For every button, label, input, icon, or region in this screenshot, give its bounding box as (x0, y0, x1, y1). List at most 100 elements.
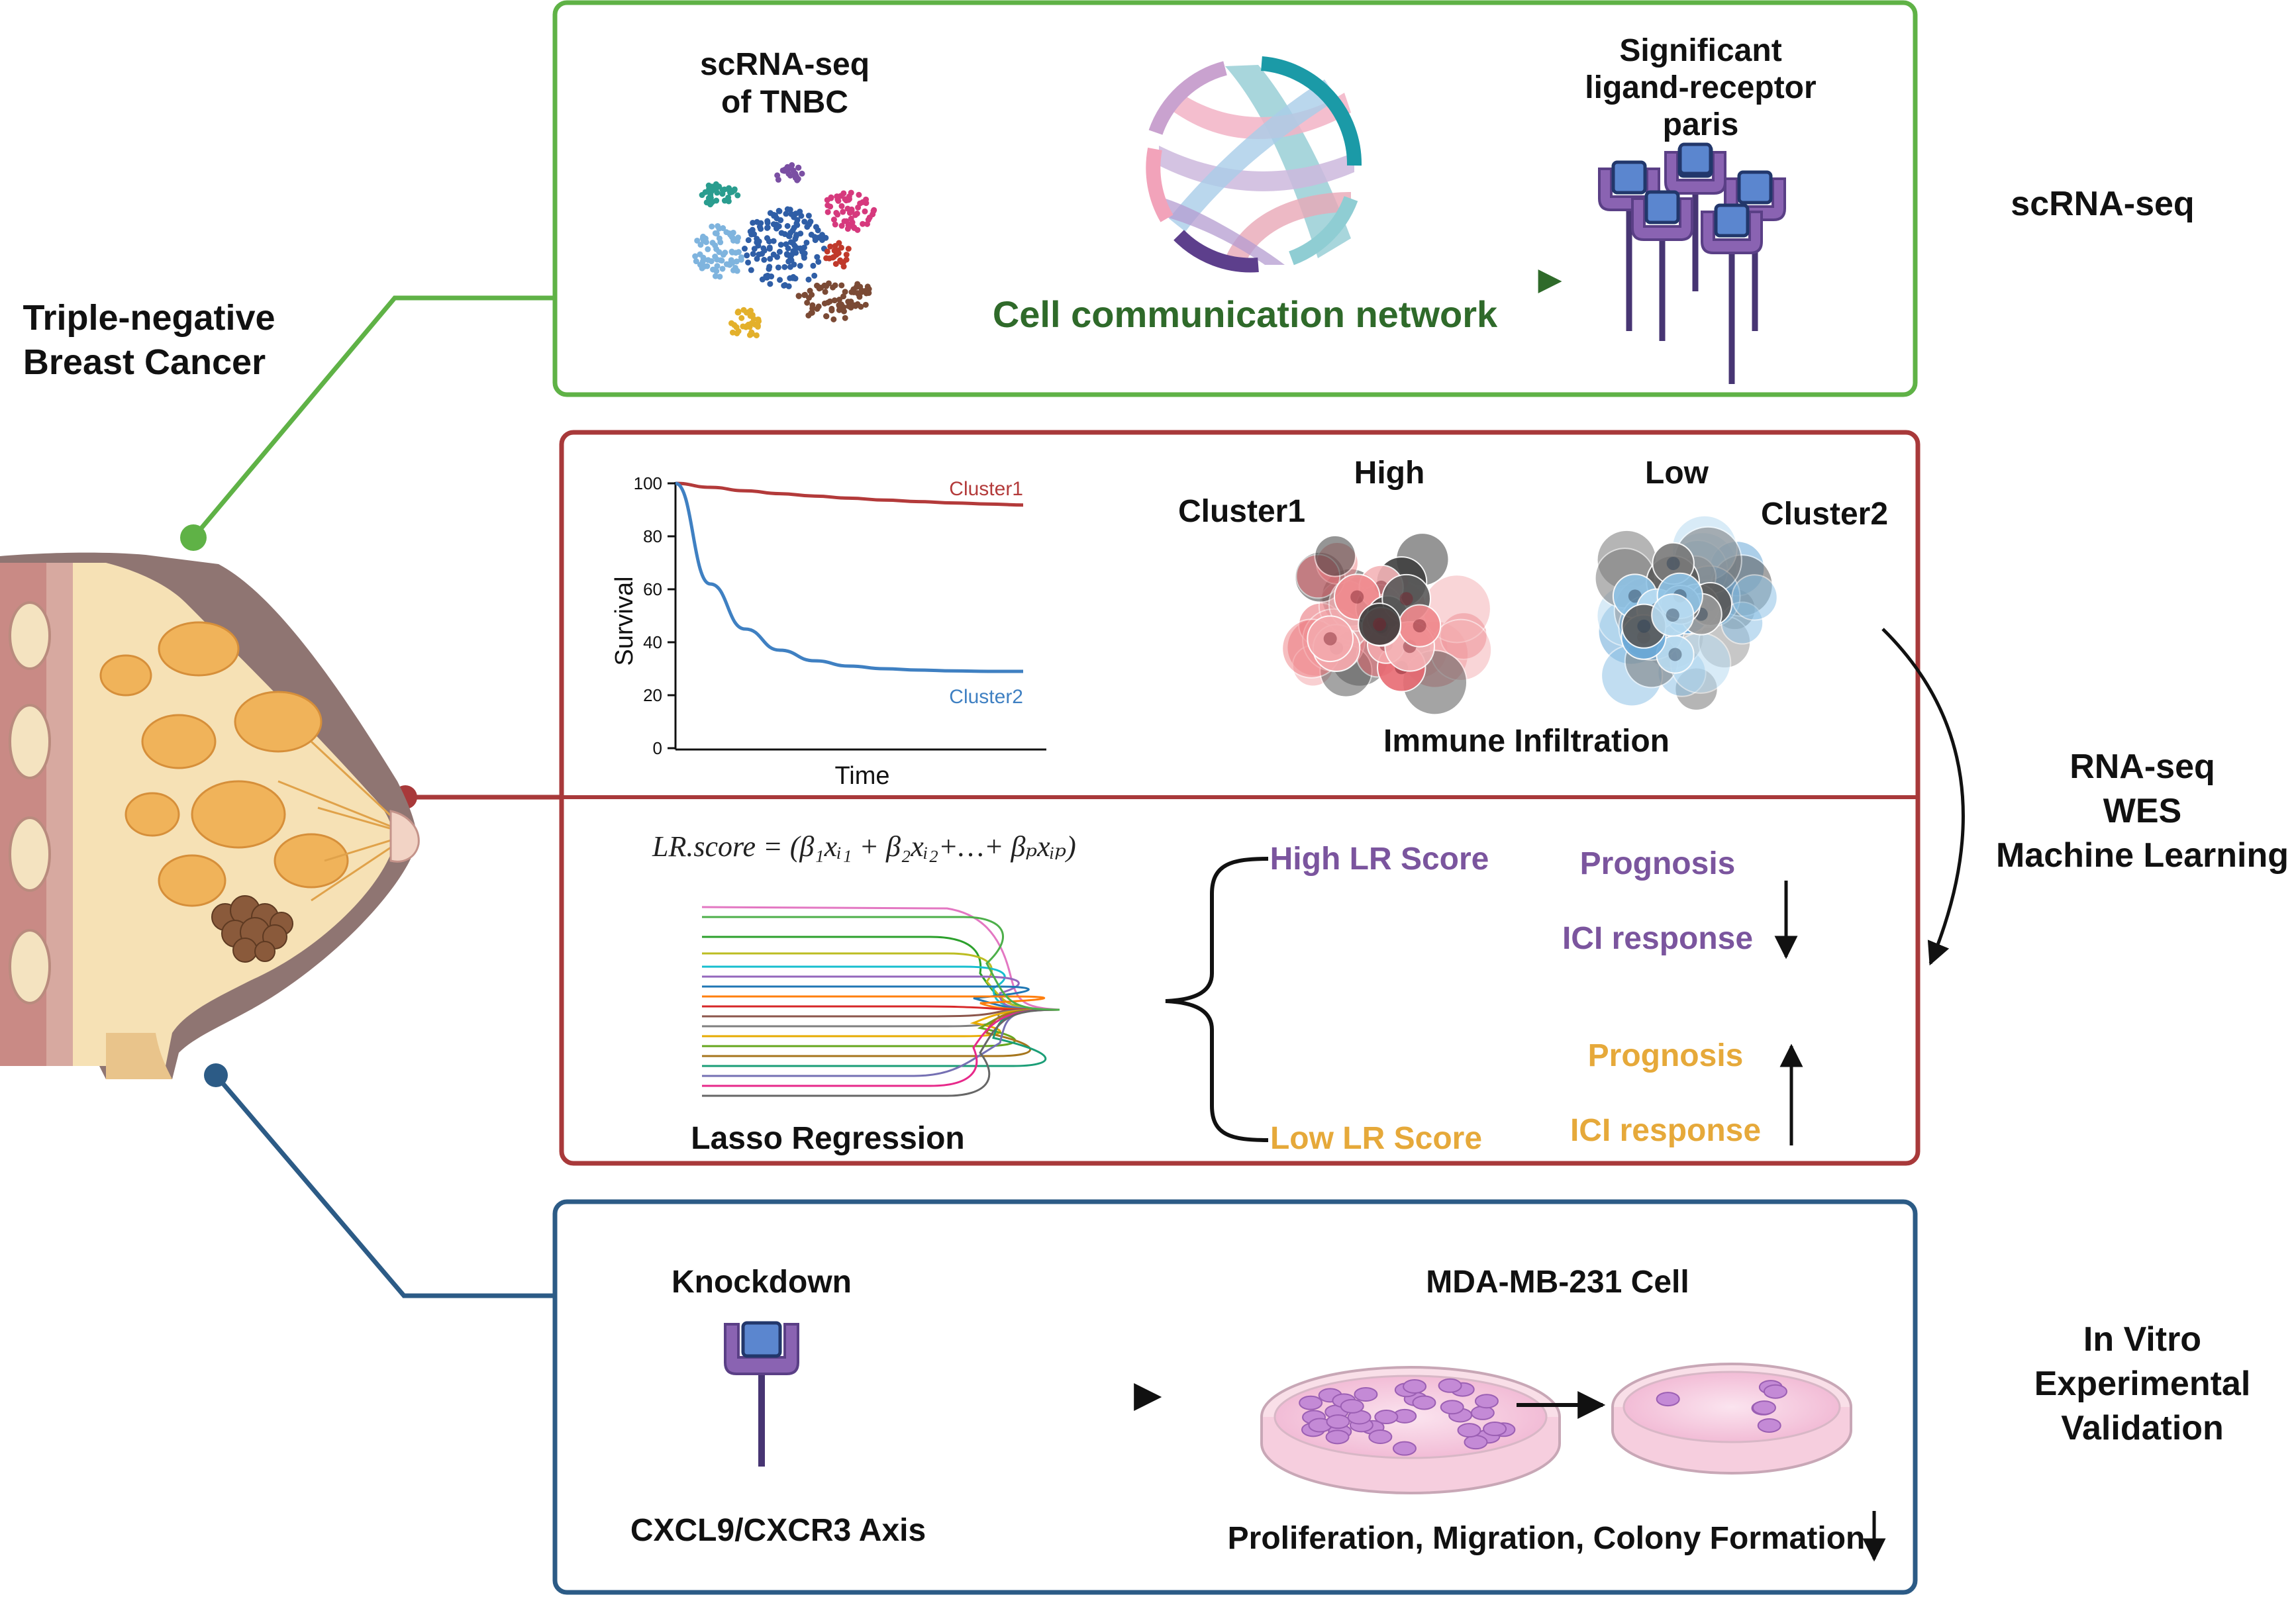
y-tick-label: 20 (643, 685, 662, 705)
umap-cell-dot (831, 297, 838, 304)
umap-cell-dot (845, 222, 852, 228)
cultured-cell (1656, 1392, 1680, 1407)
umap-cell-dot (741, 246, 748, 252)
ligand-square (1678, 142, 1713, 175)
umap-cell-dot (712, 273, 719, 279)
knockdown-label: Knockdown (672, 1265, 852, 1300)
umap-cell-dot (776, 248, 783, 255)
prognosis-high: Prognosis (1580, 846, 1736, 881)
umap-cell-dot (697, 242, 704, 248)
cell-nucleus (1628, 589, 1642, 603)
umap-cell-dot (734, 330, 740, 336)
umap-cell-dot (703, 239, 709, 246)
umap-cell-dot (732, 250, 739, 256)
low-lr-score: Low LR Score (1270, 1121, 1482, 1156)
umap-cell-dot (713, 230, 720, 237)
umap-cell-dot (835, 197, 842, 204)
umap-cell-dot (751, 231, 758, 238)
umap-cell-dot (745, 237, 752, 244)
umap-cell-dot (846, 209, 853, 216)
cell-line-label: MDA-MB-231 Cell (1426, 1265, 1689, 1300)
umap-cell-dot (830, 254, 837, 260)
umap-cell-dot (734, 309, 741, 316)
umap-cell-dot (775, 176, 781, 183)
umap-cell-dot (740, 323, 746, 330)
pairs-title-line3: paris (1663, 107, 1739, 142)
umap-cell-dot (822, 289, 828, 295)
umap-cell-dot (862, 287, 869, 294)
umap-cell-dot (783, 211, 789, 217)
y-tick-label: 100 (634, 473, 662, 493)
umap-cell-dot (871, 207, 877, 213)
umap-cell-dot (851, 302, 858, 309)
umap-cell-dot (838, 222, 845, 229)
y-tick-label: 80 (643, 526, 662, 546)
umap-cell-dot (725, 194, 732, 201)
umap-cell-dot (761, 256, 768, 263)
umap-cell-dot (764, 224, 770, 231)
pairs-title-line1: Significant (1619, 33, 1781, 68)
umap-cell-dot (819, 232, 825, 238)
umap-cell-dot (770, 212, 777, 218)
umap-cell-dot (790, 273, 797, 280)
cultured-cell (1403, 1379, 1427, 1394)
umap-cell-dot (766, 238, 772, 245)
lasso-coefficient-path (701, 906, 1060, 1011)
umap-cell-dot (838, 203, 845, 209)
umap-cell-dot (807, 218, 814, 225)
receptor-body (1631, 197, 1693, 241)
umap-cell-dot (730, 267, 736, 273)
umap-cell-dot (728, 257, 734, 264)
cultured-cell (1299, 1395, 1323, 1410)
umap-cell-dot (824, 209, 831, 215)
umap-cell-dot (699, 192, 705, 199)
umap-cell-dot (838, 301, 844, 308)
umap-cell-dot (738, 315, 745, 321)
umap-cell-dot (842, 289, 848, 295)
umap-cell-dot (782, 166, 789, 173)
umap-cell-dot (760, 245, 767, 252)
umap-cell-dot (856, 191, 862, 198)
umap-cell-dot (744, 252, 750, 259)
cultured-cell (1392, 1441, 1417, 1456)
umap-cell-dot (824, 197, 830, 203)
umap-cell-dot (823, 283, 830, 289)
umap-cell-dot (787, 239, 794, 246)
umap-cell-dot (842, 315, 848, 321)
umap-cell-dot (832, 261, 839, 267)
umap-cell-dot (784, 206, 791, 213)
pairs-title-line2: ligand-receptor (1585, 70, 1816, 105)
invitro-side-line2: Experimental (2034, 1365, 2251, 1403)
panel-invitro-frame (552, 1199, 1918, 1595)
umap-cell-dot (846, 193, 852, 200)
lr-score-formula: LR.score = (β₁xᵢ₁ + β₂xᵢ₂+…+ βₚxᵢₚ) (652, 830, 1076, 863)
series-line-cluster1 (675, 481, 1024, 507)
umap-cell-dot (856, 293, 863, 300)
effects-label: Proliferation, Migration, Colony Formati… (1228, 1521, 1866, 1556)
umap-cell-dot (843, 256, 850, 263)
umap-cell-dot (764, 218, 771, 224)
umap-cell-dot (712, 254, 719, 260)
receptor-cluster-icon (1598, 142, 1786, 384)
umap-cell-dot (756, 251, 762, 258)
cultured-cell (1757, 1418, 1781, 1433)
umap-cell-dot (824, 248, 830, 255)
umap-cell-dot (716, 235, 723, 242)
cultured-cell (1457, 1423, 1481, 1438)
umap-cell-dot (766, 264, 773, 270)
umap-cell-dot (840, 308, 847, 315)
umap-cell-dot (858, 303, 864, 310)
umap-cell-dot (785, 258, 792, 265)
umap-cell-dot (807, 287, 813, 294)
umap-cell-dot (803, 239, 810, 246)
umap-cell-dot (804, 299, 811, 306)
high-label: High (1354, 456, 1425, 491)
umap-cell-dot (862, 208, 868, 215)
ici-response-high: ICI response (1562, 921, 1753, 956)
low-label: Low (1645, 456, 1709, 491)
umap-cell-dot (848, 215, 854, 222)
umap-cell-dot (754, 323, 761, 330)
lasso-coefficient-path (702, 936, 1060, 1011)
umap-cell-dot (775, 264, 781, 271)
